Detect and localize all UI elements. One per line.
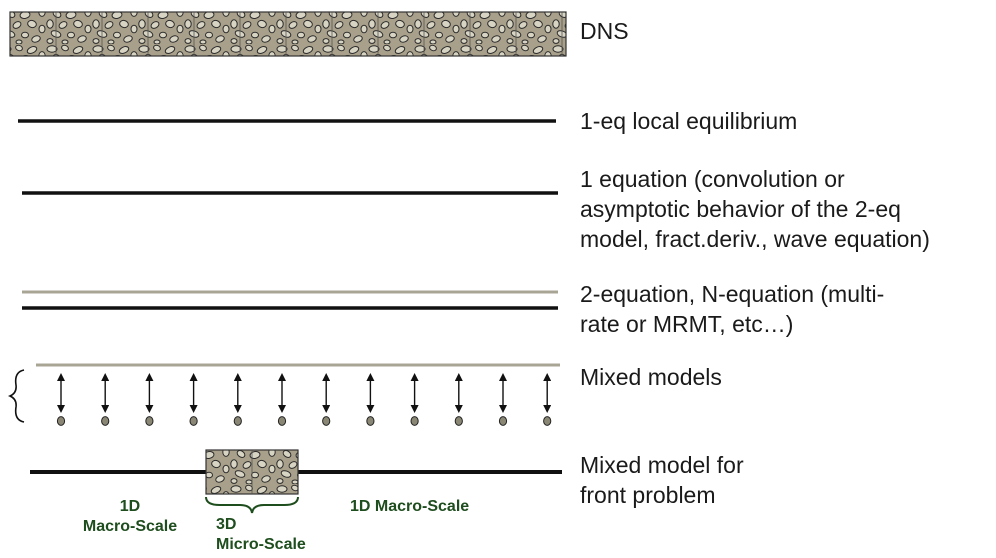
left-macro-scale-label: 1D Macro-Scale <box>82 498 178 535</box>
mixed-models-brace <box>7 369 25 423</box>
coupling-arrow <box>498 373 508 426</box>
micro-scale-label: 3D Micro-Scale <box>216 516 306 553</box>
micro-scale-brace <box>205 496 299 514</box>
micro-grain-dot <box>498 416 508 426</box>
coupling-arrow <box>101 373 110 426</box>
dns-label: DNS <box>580 18 629 44</box>
dns-porous-strip <box>9 11 567 57</box>
mixed-models-label: Mixed models <box>580 364 722 390</box>
mixed-models-arrows <box>56 373 552 426</box>
right-macro-scale-label: 1D Macro-Scale <box>350 498 470 515</box>
micro-grain-dot <box>366 416 375 426</box>
mixed-models-group <box>7 363 560 426</box>
front-problem-group <box>30 449 562 514</box>
coupling-arrow <box>233 373 242 426</box>
micro-grain-dot <box>145 416 154 426</box>
coupling-arrow <box>454 373 463 426</box>
two-equation-label: 2-equation, N-equation (multi- rate or M… <box>580 281 885 337</box>
coupling-arrow <box>322 373 331 426</box>
coupling-arrow <box>543 373 552 426</box>
micro-grain-dot <box>233 416 242 426</box>
micro-grain-dot <box>189 416 198 426</box>
mixed-front-label: Mixed model for front problem <box>580 452 744 508</box>
coupling-arrow <box>145 373 154 426</box>
micro-grain-dot <box>101 416 110 426</box>
micro-grain-dot <box>410 416 419 426</box>
micro-grain-dot <box>277 416 287 426</box>
dns-cell-dividers <box>55 12 563 56</box>
one-equation-label: 1 equation (convolution or asymptotic be… <box>580 166 930 252</box>
coupling-arrow <box>366 373 375 426</box>
micro-grain-dot <box>454 416 463 426</box>
coupling-arrow <box>277 373 287 426</box>
micro-grain-dot <box>543 416 552 426</box>
coupling-arrow <box>56 373 66 426</box>
local-equilibrium-label: 1-eq local equilibrium <box>580 108 798 134</box>
coupling-arrow <box>189 373 198 426</box>
micro-grain-dot <box>322 416 331 426</box>
micro-grain-dot <box>56 416 66 426</box>
coupling-arrow <box>410 373 419 426</box>
